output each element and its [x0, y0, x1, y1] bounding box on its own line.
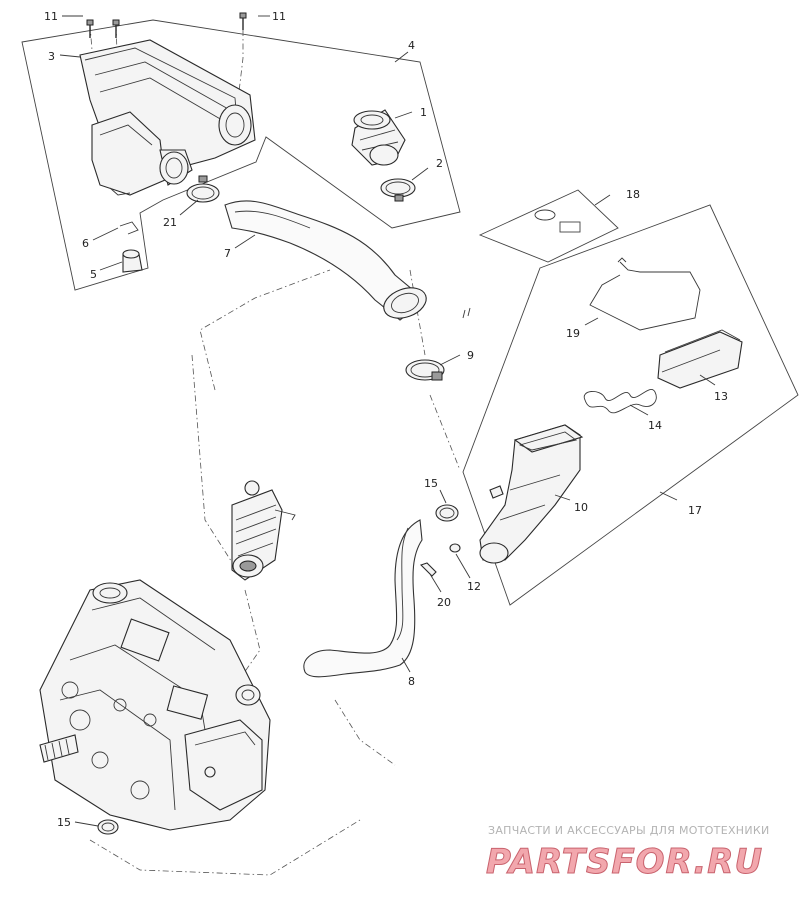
filter-13 — [657, 329, 743, 389]
throttle-boot — [231, 480, 296, 581]
label-18: 18 — [626, 188, 640, 201]
drain-cap-5 — [122, 249, 143, 273]
clamp-15-lower — [97, 819, 119, 835]
label-11-right: 11 — [272, 10, 286, 23]
bolt-11-left-a — [86, 19, 94, 38]
intake-boot-1 — [351, 109, 406, 166]
leader-lines — [59, 15, 716, 827]
label-8: 8 — [408, 675, 415, 688]
wire-19 — [589, 257, 701, 331]
washer-12 — [449, 543, 461, 553]
bolt-20 — [419, 562, 437, 577]
clamp-2 — [380, 178, 416, 202]
label-2: 2 — [436, 157, 443, 170]
group-box-18-pad — [478, 189, 619, 263]
routing-line — [199, 269, 331, 391]
bolt-11-left-b — [112, 19, 120, 38]
group-box-4 — [21, 19, 461, 291]
label-13: 13 — [714, 390, 728, 403]
label-21: 21 — [163, 216, 177, 229]
watermark-tagline: ЗАПЧАСТИ И АКСЕССУАРЫ ДЛЯ МОТОТЕХНИКИ — [488, 824, 770, 837]
watermark-logo: PARTSFOR.RU — [486, 842, 763, 882]
label-1: 1 — [420, 106, 427, 119]
label-19: 19 — [566, 327, 580, 340]
small-mark — [462, 307, 471, 319]
clamp-21 — [186, 175, 220, 203]
intake-duct-10 — [479, 424, 584, 564]
routing-line — [191, 354, 241, 576]
routing-line — [89, 819, 361, 876]
label-15-upper: 15 — [424, 477, 438, 490]
engine-spring — [39, 734, 79, 763]
clamp-15-upper — [435, 504, 459, 522]
label-4: 4 — [408, 39, 415, 52]
label-15-lower: 15 — [57, 816, 71, 829]
label-10: 10 — [574, 501, 588, 514]
label-7: 7 — [224, 247, 231, 260]
label-9: 9 — [467, 349, 474, 362]
airbox-assembly — [79, 39, 256, 196]
label-17: 17 — [688, 504, 702, 517]
group-box-17 — [462, 204, 799, 606]
bolt-11-right — [239, 12, 247, 30]
label-11-left: 11 — [44, 10, 58, 23]
label-3: 3 — [48, 50, 55, 63]
label-5: 5 — [90, 268, 97, 281]
routing-line — [334, 699, 396, 766]
engine-assembly — [39, 579, 271, 831]
pad-18 — [534, 209, 581, 233]
hose-7 — [224, 200, 427, 321]
spring-14 — [583, 389, 657, 414]
routing-line — [429, 394, 461, 471]
label-12: 12 — [467, 580, 481, 593]
clamp-9 — [405, 359, 445, 381]
label-20: 20 — [437, 596, 451, 609]
routing-line — [237, 30, 244, 101]
clip-6 — [119, 221, 139, 235]
label-14: 14 — [648, 419, 662, 432]
hose-8 — [303, 519, 423, 678]
label-6: 6 — [82, 237, 89, 250]
